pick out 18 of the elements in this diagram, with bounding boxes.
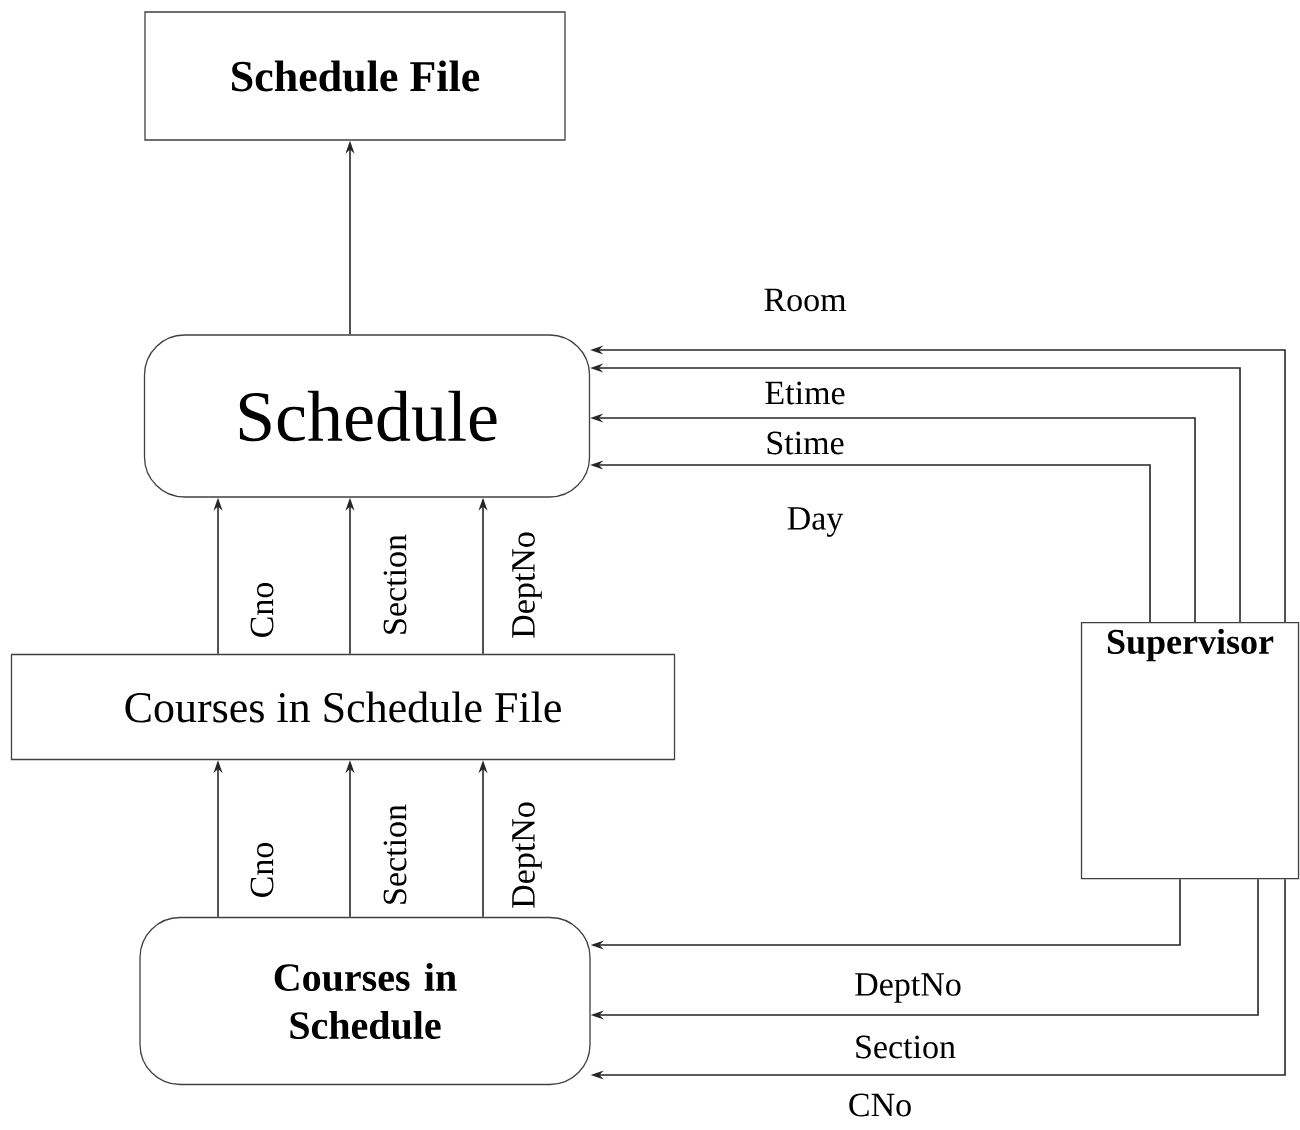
file-box: Courses in Schedule File — [10, 653, 676, 761]
edge-label: Stime — [764, 430, 846, 456]
edge-label: Section — [853, 1034, 957, 1060]
edge-label: Etime — [763, 380, 847, 406]
edge-label: Day — [785, 506, 845, 538]
entity-box: Supervisor — [1080, 622, 1300, 880]
edge-label: Room — [762, 287, 848, 313]
edge-label: Section — [382, 533, 408, 637]
edge-label: Cno — [249, 580, 275, 640]
edge-label: CNo — [846, 1092, 914, 1118]
edge-label: DeptNo — [511, 800, 543, 910]
edge-label: DeptNo — [853, 972, 963, 1004]
process-box: Courses in Schedule — [139, 916, 591, 1086]
file-box: Schedule File — [144, 11, 566, 141]
edge-label: Section — [382, 803, 408, 907]
process-box: Schedule — [143, 334, 591, 498]
edge-label: DeptNo — [511, 530, 543, 640]
edge-label: Cno — [249, 840, 275, 900]
